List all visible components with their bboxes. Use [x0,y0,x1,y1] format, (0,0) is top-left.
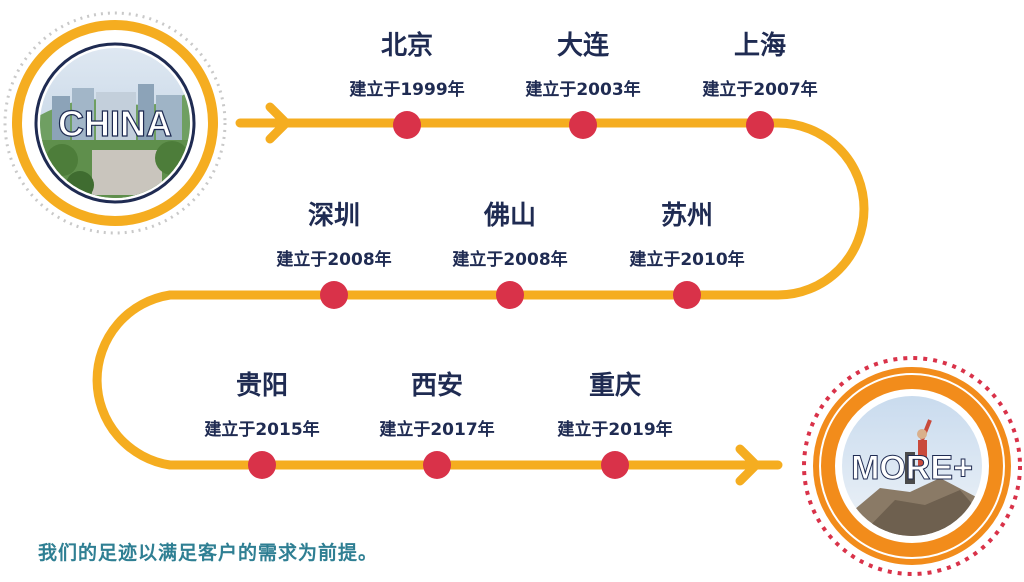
footer-caption: 我们的足迹以满足客户的需求为前提。 [38,542,379,564]
city-established-year: 建立于1999年 [349,80,465,100]
city-name: 北京 [380,31,433,61]
milestone-dot [248,451,276,479]
milestone-dot [423,451,451,479]
city-established-year: 建立于2019年 [557,420,673,440]
city-established-year: 建立于2010年 [629,250,745,270]
city-name: 西安 [410,371,463,401]
timeline-path [92,118,869,470]
city-established-year: 建立于2008年 [452,250,568,270]
milestone-dot [569,111,597,139]
city-name: 上海 [733,31,786,61]
city-name: 重庆 [588,371,641,401]
milestone-dot [673,281,701,309]
more-label: MORE+ [851,449,973,487]
milestone-dot [746,111,774,139]
city-established-year: 建立于2007年 [702,80,818,100]
city-established-year: 建立于2008年 [276,250,392,270]
more-badge: MORE+ [802,356,1022,576]
china-label: CHINA [58,103,172,144]
city-established-year: 建立于2003年 [525,80,641,100]
milestone-dot [601,451,629,479]
city-name: 佛山 [483,201,536,231]
city-name: 苏州 [660,201,713,231]
hiker-photo [842,396,982,536]
end-arrow-icon [735,444,761,486]
city-name: 深圳 [307,201,360,231]
milestone-dot [393,111,421,139]
start-arrow-icon [265,102,291,144]
city-established-year: 建立于2015年 [204,420,320,440]
city-photo [40,48,190,198]
city-name: 大连 [556,31,609,61]
milestone-dot [320,281,348,309]
milestone-dot [496,281,524,309]
milestone-dots [248,111,774,479]
city-established-year: 建立于2017年 [379,420,495,440]
city-name: 贵阳 [235,371,288,401]
china-badge: CHINA [3,11,227,235]
